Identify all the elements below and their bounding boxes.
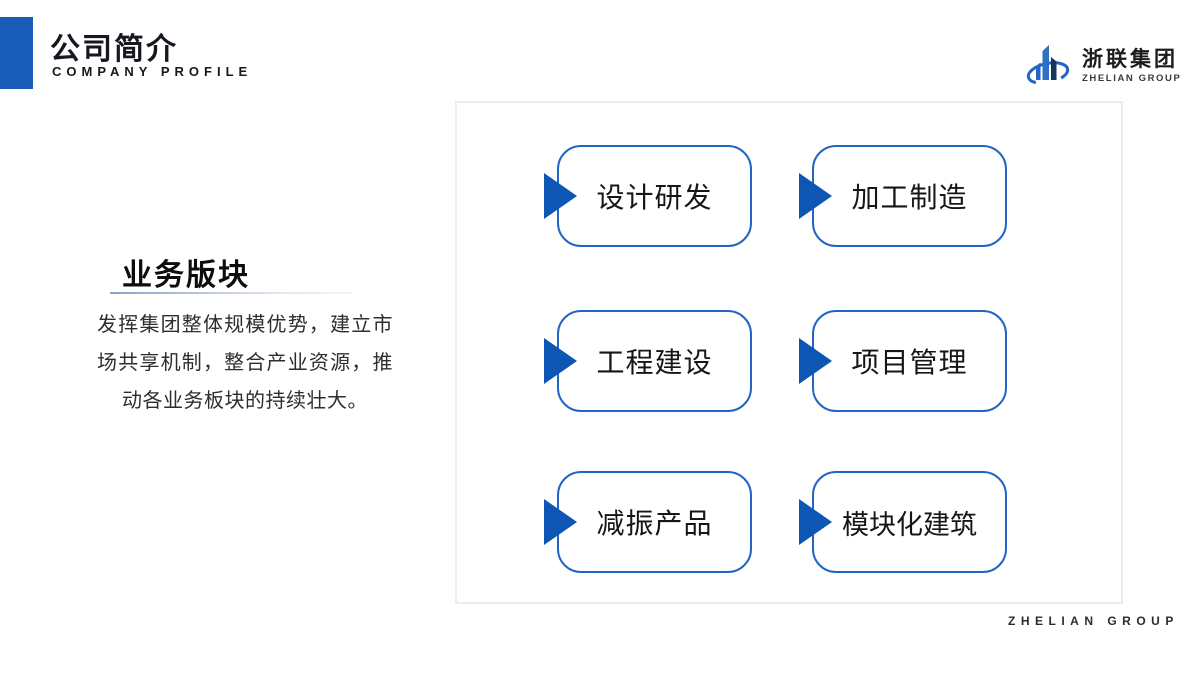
logo-subname: ZHELIAN GROUP [1082, 72, 1182, 84]
business-blocks-panel: 设计研发 加工制造 工程建设 项目管理 减振产品 模块化建筑 [455, 101, 1123, 604]
arrow-right-icon [544, 499, 577, 545]
logo-text: 浙联集团 ZHELIAN GROUP [1082, 46, 1181, 84]
business-block-design-rd: 设计研发 [544, 145, 752, 247]
block-label: 减振产品 [596, 508, 713, 539]
page-subtitle: COMPANY PROFILE [52, 64, 253, 79]
block-label: 模块化建筑 [842, 509, 977, 540]
block-label: 加工制造 [851, 182, 968, 213]
arrow-right-icon [799, 499, 832, 545]
page-title: 公司简介 [50, 33, 178, 66]
business-block-manufacturing: 加工制造 [799, 145, 1007, 247]
business-block-vibration-products: 减振产品 [544, 471, 752, 573]
buildings-swoosh-icon [1022, 36, 1074, 93]
business-block-project-management: 项目管理 [799, 310, 1007, 412]
heading-underline [110, 292, 352, 294]
arrow-right-icon [544, 338, 577, 384]
section-body-text: 发挥集团整体规模优势，建立市场共享机制，整合产业资源，推动各业务板块的持续壮大。 [97, 314, 393, 412]
arrow-right-icon [544, 173, 577, 219]
block-label: 工程建设 [596, 347, 713, 378]
footer-group-name: ZHELIAN GROUP [1008, 614, 1179, 628]
logo-name: 浙联集团 [1082, 45, 1178, 71]
arrow-right-icon [799, 173, 832, 219]
business-block-engineering: 工程建设 [544, 310, 752, 412]
business-block-modular-construction: 模块化建筑 [799, 471, 1007, 573]
block-label: 项目管理 [851, 347, 968, 378]
section-heading: 业务版块 [122, 259, 250, 292]
block-label: 设计研发 [596, 182, 713, 213]
title-accent-bar [0, 17, 33, 89]
company-logo: 浙联集团 ZHELIAN GROUP [1022, 36, 1181, 93]
arrow-right-icon [799, 338, 832, 384]
